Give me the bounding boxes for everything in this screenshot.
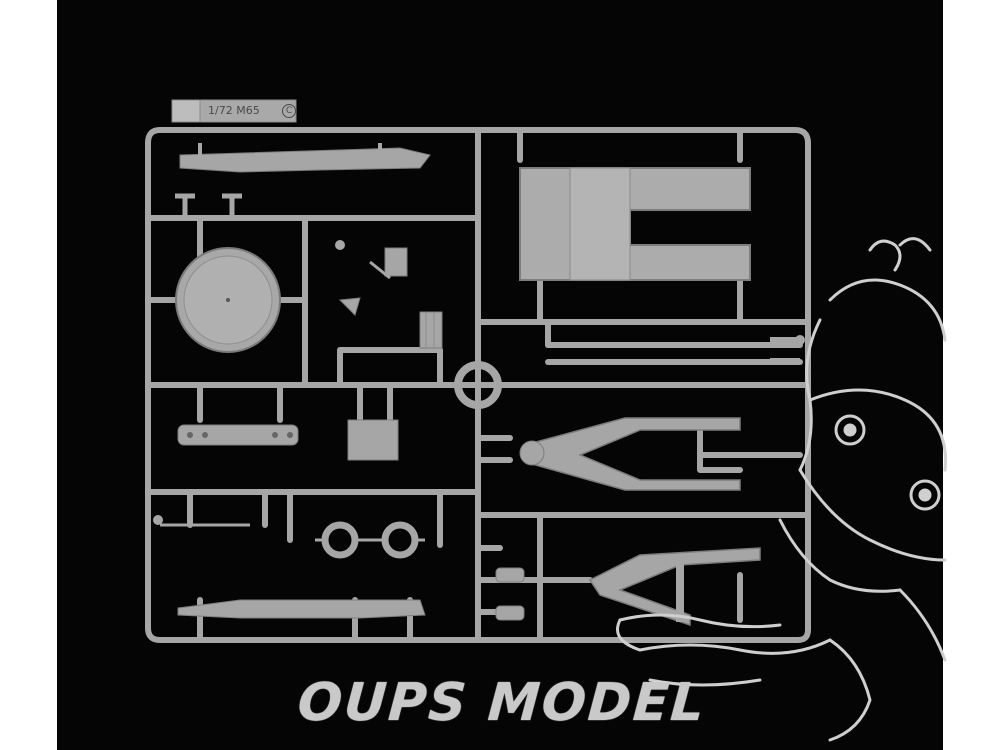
mascot-watermark [616,237,947,742]
sprue-letter: C [282,104,296,118]
black-backdrop [57,0,943,750]
watermark-text: OUPS MODEL [295,673,708,733]
sprue-scale-label: 1/72 M65 [208,104,260,117]
